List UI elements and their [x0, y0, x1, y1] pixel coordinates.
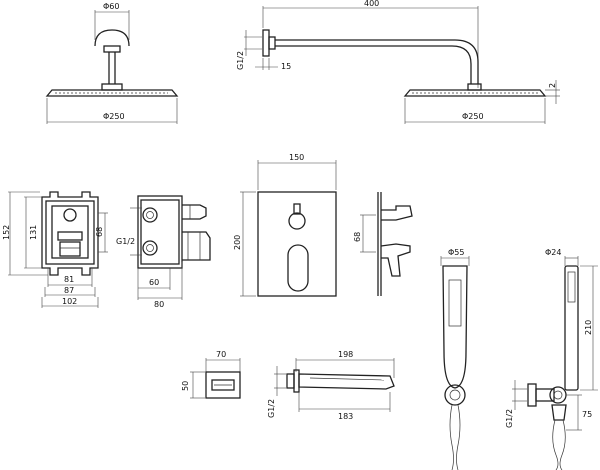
dim-68-side: 68: [353, 232, 362, 242]
dim-80: 80: [154, 300, 164, 309]
concealed-box-front: 152 131 68 81 87 102: [2, 191, 108, 308]
dim-68-box: 68: [95, 227, 104, 237]
dim-87: 87: [64, 286, 74, 295]
shower-head-front: Φ60 Φ250: [45, 2, 179, 124]
dim-phi55: Φ55: [448, 248, 464, 257]
hand-shower: Φ55: [440, 248, 470, 470]
dim-131: 131: [29, 225, 38, 240]
concealed-box-side: G1/2 60 80: [116, 195, 211, 309]
dim-152: 152: [2, 225, 11, 240]
dim-g12-box: G1/2: [116, 237, 135, 246]
dim-phi250-a: Φ250: [103, 112, 125, 121]
dim-102: 102: [62, 297, 77, 306]
dim-50: 50: [181, 381, 190, 391]
dim-phi60: Φ60: [103, 2, 119, 11]
dim-g12-arm: G1/2: [236, 51, 245, 70]
dim-15: 15: [281, 62, 291, 71]
dim-150: 150: [289, 153, 304, 162]
dim-198: 198: [338, 350, 353, 359]
dim-60-side: 60: [149, 278, 159, 287]
dim-2: 2: [548, 83, 557, 88]
dim-75: 75: [582, 410, 592, 419]
stick-shower: Φ24 210 G1/2 75: [505, 248, 598, 470]
dim-200: 200: [233, 235, 242, 250]
dim-183: 183: [338, 412, 353, 421]
dim-phi24: Φ24: [545, 248, 561, 257]
shower-arm-side: 400 G1/2 15 2 Φ250: [236, 0, 560, 124]
cover-plate-side: 68: [353, 192, 413, 296]
dim-g12-spout: G1/2: [267, 399, 276, 418]
spout-side: 198 G1/2 183: [267, 350, 395, 421]
dim-phi250-b: Φ250: [462, 112, 484, 121]
dim-70: 70: [216, 350, 226, 359]
dim-81: 81: [64, 275, 74, 284]
dim-210: 210: [584, 320, 593, 335]
cover-plate-front: 150 200: [233, 153, 337, 297]
spout-front: 70 50: [181, 350, 241, 399]
dim-400: 400: [364, 0, 379, 8]
dim-g12-holder: G1/2: [505, 409, 514, 428]
